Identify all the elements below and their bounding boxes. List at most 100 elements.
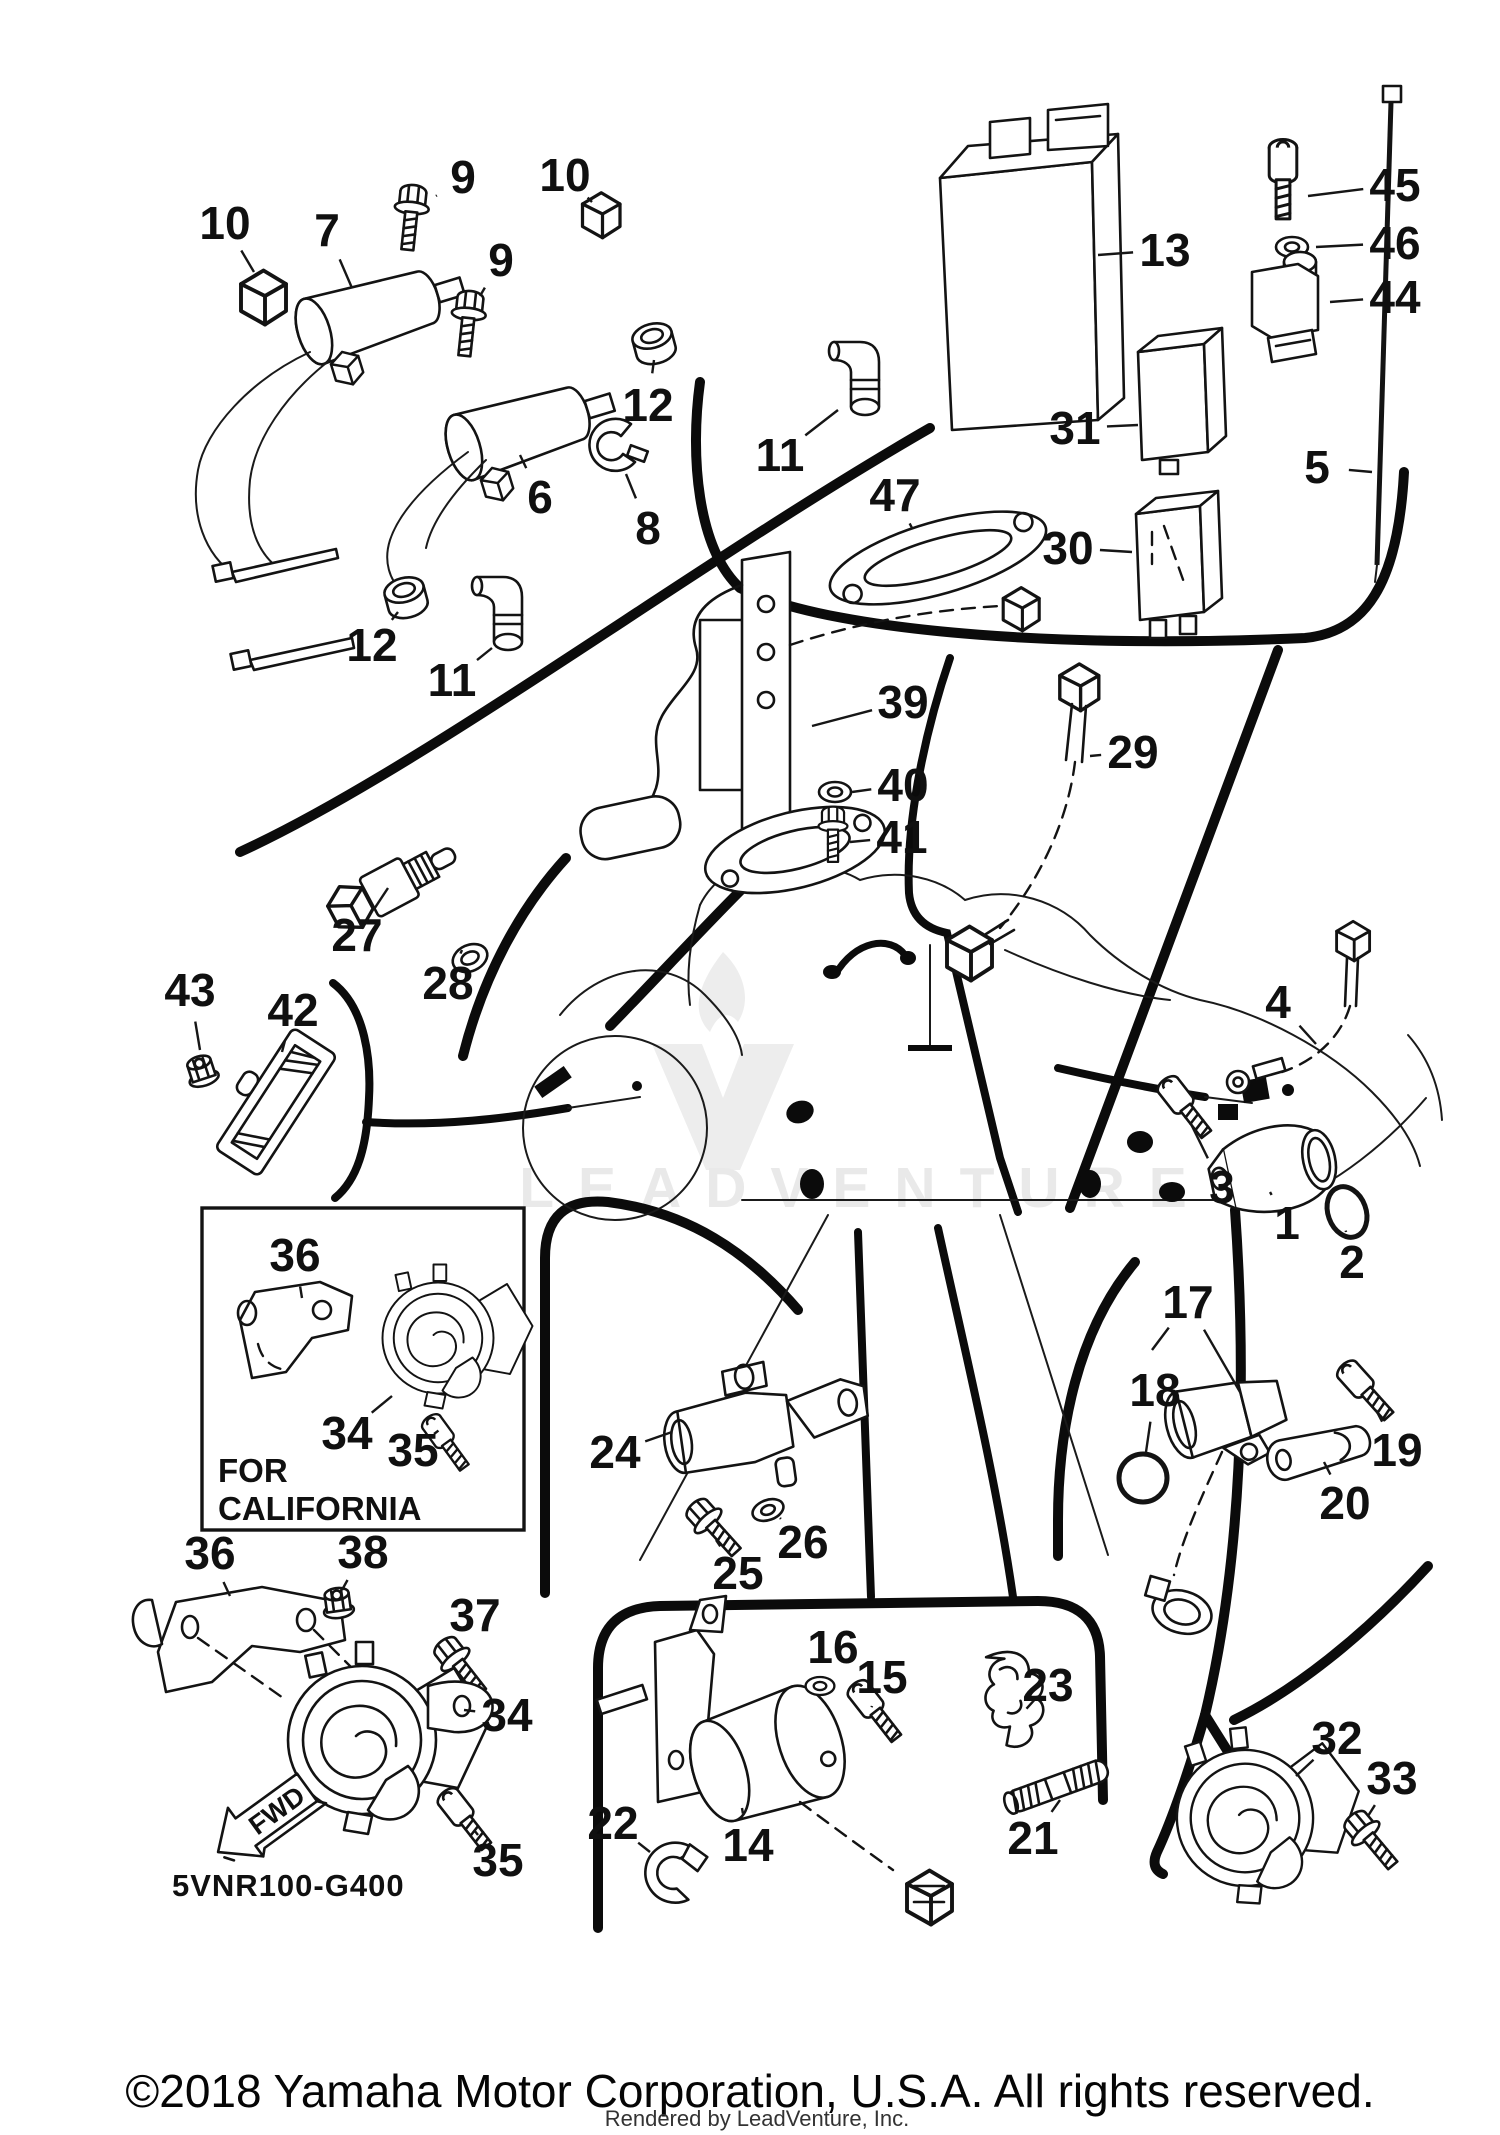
- part-bolt-9b: [446, 287, 490, 359]
- callout-32: 32: [1311, 1712, 1362, 1764]
- callout-45: 45: [1369, 159, 1420, 211]
- leader-line-30: [1099, 548, 1133, 554]
- leader-line-14: [740, 1807, 745, 1814]
- callout-9: 9: [450, 151, 476, 203]
- part-bolt-9a: [389, 181, 433, 253]
- callout-7: 7: [314, 204, 340, 256]
- callout-16: 16: [807, 1621, 858, 1673]
- callout-43: 43: [164, 964, 215, 1016]
- leader-line-19: [1374, 1409, 1384, 1423]
- copyright-text: ©2018 Yamaha Motor Corporation, U.S.A. A…: [125, 2065, 1374, 2117]
- callout-18: 18: [1129, 1364, 1180, 1416]
- part-horn-34a: [381, 1263, 534, 1410]
- leader-line-21: [1050, 1799, 1061, 1813]
- leader-line-27: [373, 887, 390, 909]
- part-plug-cap-11b: [470, 575, 524, 652]
- part-bolt-19: [1332, 1355, 1399, 1426]
- part-horn-arm-34b: [426, 1680, 494, 1734]
- leader-line-36: [222, 1581, 232, 1597]
- callout-21: 21: [1007, 1812, 1058, 1864]
- callout-22: 22: [587, 1797, 638, 1849]
- leader-line-9: [435, 194, 438, 197]
- callout-2: 2: [1339, 1236, 1365, 1288]
- callout-15: 15: [856, 1651, 907, 1703]
- callout-34: 34: [481, 1689, 533, 1741]
- part-relay-31: [1136, 326, 1228, 476]
- leader-line-1: [1268, 1191, 1273, 1196]
- callout-42: 42: [267, 984, 318, 1036]
- california-label-line2: CALIFORNIA: [218, 1490, 421, 1527]
- callout-39: 39: [877, 676, 928, 728]
- part-nut-38: [319, 1584, 357, 1622]
- part-washer-16: [804, 1675, 836, 1697]
- leader-line-23: [1025, 1695, 1039, 1710]
- part-clamp-23: [984, 1650, 1045, 1748]
- part-plug-wires: [194, 351, 487, 672]
- leader-line-11: [476, 647, 493, 661]
- part-washer-40: [817, 780, 853, 804]
- part-oring-18: [1116, 1451, 1170, 1505]
- leader-line-17: [1202, 1329, 1242, 1393]
- leader-line-40: [851, 788, 872, 794]
- callout-14: 14: [722, 1819, 774, 1871]
- callout-26: 26: [777, 1516, 828, 1568]
- leader-line-44: [1329, 298, 1364, 304]
- callout-30: 30: [1042, 522, 1093, 574]
- leader-line-18: [1144, 1421, 1152, 1453]
- fwd-arrow: FWD: [216, 1772, 328, 1862]
- callout-31: 31: [1049, 402, 1100, 454]
- part-solenoid-14: [595, 1594, 954, 1927]
- callout-27: 27: [331, 909, 382, 961]
- compartment-lines: [235, 377, 1433, 1933]
- callout-12: 12: [346, 619, 397, 671]
- leader-line-39: [811, 709, 873, 728]
- leader-line-42: [280, 1040, 287, 1053]
- callout-24: 24: [589, 1426, 641, 1478]
- leader-line-41: [849, 838, 871, 844]
- callout-44: 44: [1369, 271, 1421, 323]
- leader-line-45: [1307, 187, 1364, 198]
- part-ecu-13: [938, 102, 1126, 432]
- leader-line-7: [338, 258, 354, 289]
- leader-line-10: [586, 196, 593, 203]
- california-box: [200, 1206, 526, 1532]
- part-bolt-45: [1267, 138, 1299, 221]
- leader-line-12: [651, 359, 656, 374]
- leader-line-34: [370, 1395, 393, 1414]
- part-ignition-coil-1: [294, 270, 467, 391]
- callout-34: 34: [321, 1407, 373, 1459]
- callout-3: 3: [1209, 1161, 1235, 1213]
- callout-5: 5: [1304, 441, 1330, 493]
- part-wire-lead-29: [945, 662, 1101, 983]
- callout-9: 9: [488, 234, 514, 286]
- callout-17: 17: [1162, 1276, 1213, 1328]
- part-fuel-sender-39: [579, 550, 1041, 895]
- part-relay-30: [1134, 489, 1224, 640]
- part-horn-bracket-36a: [236, 1280, 354, 1380]
- part-sensor-housing-1: [1207, 1124, 1338, 1214]
- part-clamp-22: [644, 1841, 709, 1904]
- part-reflector-42: [215, 1028, 337, 1176]
- leader-line-32: [1295, 1758, 1315, 1777]
- leader-line-38: [340, 1579, 349, 1591]
- leader-line-3: [1188, 1121, 1209, 1159]
- callout-40: 40: [877, 759, 928, 811]
- callout-37: 37: [449, 1589, 500, 1641]
- callout-19: 19: [1371, 1424, 1422, 1476]
- callout-35: 35: [387, 1424, 438, 1476]
- leader-line-28: [459, 949, 464, 955]
- part-ignition-coil-2: [444, 386, 617, 507]
- callout-36: 36: [184, 1527, 235, 1579]
- callout-28: 28: [422, 957, 473, 1009]
- part-horn-bracket-36b: [131, 1585, 354, 1702]
- leadventure-watermark: LEADVENTURE: [519, 952, 1187, 1220]
- part-plug-cap-ring-12b: [380, 571, 432, 624]
- part-pressure-sensor-24: [662, 1360, 870, 1488]
- part-sensor-44: [1250, 250, 1320, 364]
- part-bracket-20: [1265, 1424, 1372, 1482]
- callout-11: 11: [756, 429, 805, 481]
- callout-47: 47: [869, 469, 920, 521]
- callout-41: 41: [876, 811, 927, 863]
- part-stud-21: [1002, 1759, 1110, 1815]
